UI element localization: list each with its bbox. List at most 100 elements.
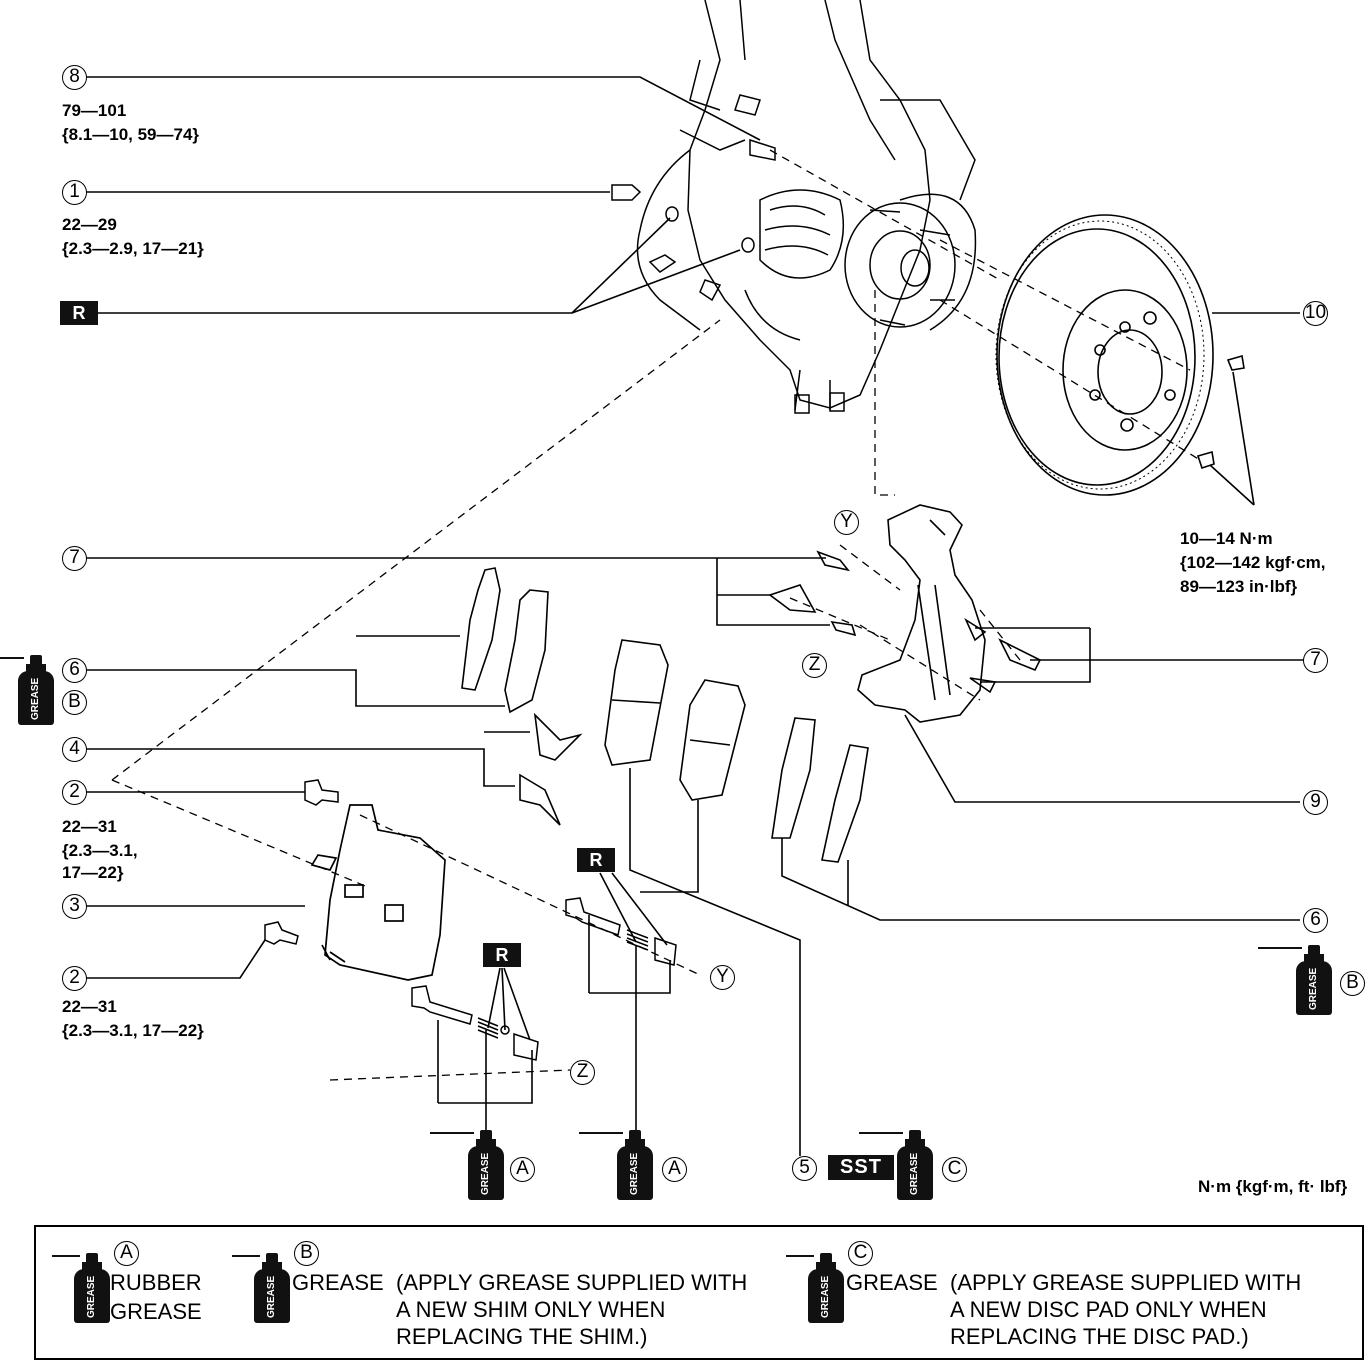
leader-2b (86, 939, 266, 979)
grease-b-mark-left: B (62, 690, 87, 715)
leader-10-bolts (1209, 371, 1255, 506)
leader-4 (86, 731, 530, 787)
grease-can-icon: GREASE (1258, 945, 1332, 1015)
torque-2a-line2: {2.3—3.1, (62, 841, 138, 860)
grease-a-mark-2: A (662, 1157, 687, 1182)
legend-c-head: GREASE (846, 1270, 938, 1295)
legend-c-mark: C (848, 1241, 873, 1266)
legend-c-text1: (APPLY GREASE SUPPLIED WITH (950, 1270, 1302, 1295)
legend-b-text3: REPLACING THE SHIM.) (396, 1324, 648, 1349)
callout-7-left: 7 (62, 546, 87, 571)
leader-6-left (86, 635, 505, 707)
pad-inner (604, 639, 669, 766)
legend-a-text2: GREASE (110, 1299, 202, 1324)
grease-can-icon: GREASE (0, 655, 54, 725)
grease-can-label: GREASE (820, 1275, 831, 1319)
pin-spring-lower (477, 1017, 499, 1039)
shim-outer-right (771, 717, 816, 839)
mark-y-bracket: Y (834, 510, 859, 535)
caliper-body (310, 804, 446, 981)
grease-a-mark-1: A (510, 1157, 535, 1182)
leader-r-pins-lower (437, 967, 533, 1104)
legend: GREASE A RUBBER GREASE GREASE B GREASE (… (34, 1225, 1364, 1360)
grease-can-label: GREASE (266, 1275, 277, 1319)
grease-b-mark-right: B (1340, 971, 1365, 996)
mark-z-bracket: Z (802, 653, 827, 678)
pad-outer (679, 679, 746, 801)
replace-mark-upper-pin: R (577, 848, 615, 872)
shim-outer-left (461, 567, 501, 691)
torque-10-line3: 89—123 in·lbf} (1180, 577, 1298, 596)
torque-2a-line3: 17—22} (62, 863, 124, 882)
shim-inner-right (821, 744, 869, 863)
guide-pin-upper (565, 897, 621, 937)
torque-2b-line2: {2.3—3.1, 17—22} (62, 1021, 204, 1040)
grease-can-label: GREASE (480, 1152, 491, 1196)
callout-7-right: 7 (1303, 648, 1328, 673)
callout-8: 8 (62, 65, 87, 90)
leader-9 (904, 714, 1300, 803)
grease-can-label: GREASE (629, 1152, 640, 1196)
legend-b-text1: (APPLY GREASE SUPPLIED WITH (396, 1270, 748, 1295)
torque-2b-line1: 22—31 (62, 997, 117, 1016)
callout-2-upper: 2 (62, 780, 87, 805)
mark-z-pin: Z (570, 1060, 595, 1085)
legend-a-mark: A (114, 1241, 139, 1266)
boot-upper (654, 936, 677, 966)
grease-can-label: GREASE (30, 677, 41, 721)
callout-2-lower: 2 (62, 966, 87, 991)
callout-1: 1 (62, 180, 87, 205)
callout-9: 9 (1303, 790, 1328, 815)
guide-pin-lower (411, 985, 473, 1025)
mark-y-pin: Y (710, 965, 735, 990)
clip-c (830, 620, 857, 637)
spring-lower (519, 773, 561, 826)
leader-8 (86, 76, 761, 141)
units-note: N·m {kgf·m, ft· lbf} (1198, 1177, 1348, 1196)
o-ring-lower (500, 1025, 510, 1035)
callout-6-left: 6 (62, 658, 87, 683)
grease-can-icon: GREASE (52, 1253, 110, 1323)
grease-can-label: GREASE (86, 1275, 97, 1319)
grease-can-label: GREASE (1308, 967, 1319, 1011)
legend-b-text2: A NEW SHIM ONLY WHEN (396, 1297, 666, 1322)
grease-can-icon: GREASE (859, 1130, 933, 1200)
torque-10-line1: 10—14 N·m (1180, 529, 1273, 548)
leader-7-left (86, 557, 830, 626)
clip-e (998, 638, 1042, 672)
callout-10: 10 (1303, 301, 1328, 326)
leader-5 (629, 768, 801, 1156)
spring-upper (533, 712, 583, 761)
callout-6-right: 6 (1303, 908, 1328, 933)
legend-b-head: GREASE (292, 1270, 384, 1295)
bolt-2-upper (304, 779, 339, 806)
leader-6-right (781, 838, 1300, 921)
torque-8-line2: {8.1—10, 59—74} (62, 125, 200, 144)
torque-10-line2: {102—142 kgf·cm, (1180, 553, 1326, 572)
leader-r-pins-upper (588, 872, 671, 994)
torque-1-line2: {2.3—2.9, 17—21} (62, 239, 204, 258)
grease-can-icon: GREASE (786, 1253, 844, 1323)
torque-1-line1: 22—29 (62, 215, 117, 234)
legend-c-text3: REPLACING THE DISC PAD.) (950, 1324, 1249, 1349)
leader-pads-5 (640, 800, 699, 893)
knuckle-assembly (611, 0, 977, 414)
callout-4: 4 (62, 737, 87, 762)
grease-can-label: GREASE (909, 1152, 920, 1196)
leader-7-right (975, 627, 1305, 683)
replace-mark-seals: R (60, 301, 98, 325)
sst-mark: SST (828, 1155, 894, 1180)
bolt-2-lower (264, 921, 299, 945)
legend-b-mark: B (294, 1241, 319, 1266)
boot-lower (513, 1032, 539, 1061)
pin-spring-upper (626, 929, 649, 951)
legend-c-text2: A NEW DISC PAD ONLY WHEN (950, 1297, 1267, 1322)
grease-can-icon: GREASE (430, 1130, 504, 1200)
torque-8-line1: 79—101 (62, 101, 127, 120)
torque-2a-line1: 22—31 (62, 817, 117, 836)
legend-a-text1: RUBBER (110, 1270, 202, 1295)
clip-b (768, 584, 817, 613)
callout-3: 3 (62, 894, 87, 919)
grease-can-icon: GREASE (579, 1130, 653, 1200)
leader-r-seals (98, 217, 741, 314)
